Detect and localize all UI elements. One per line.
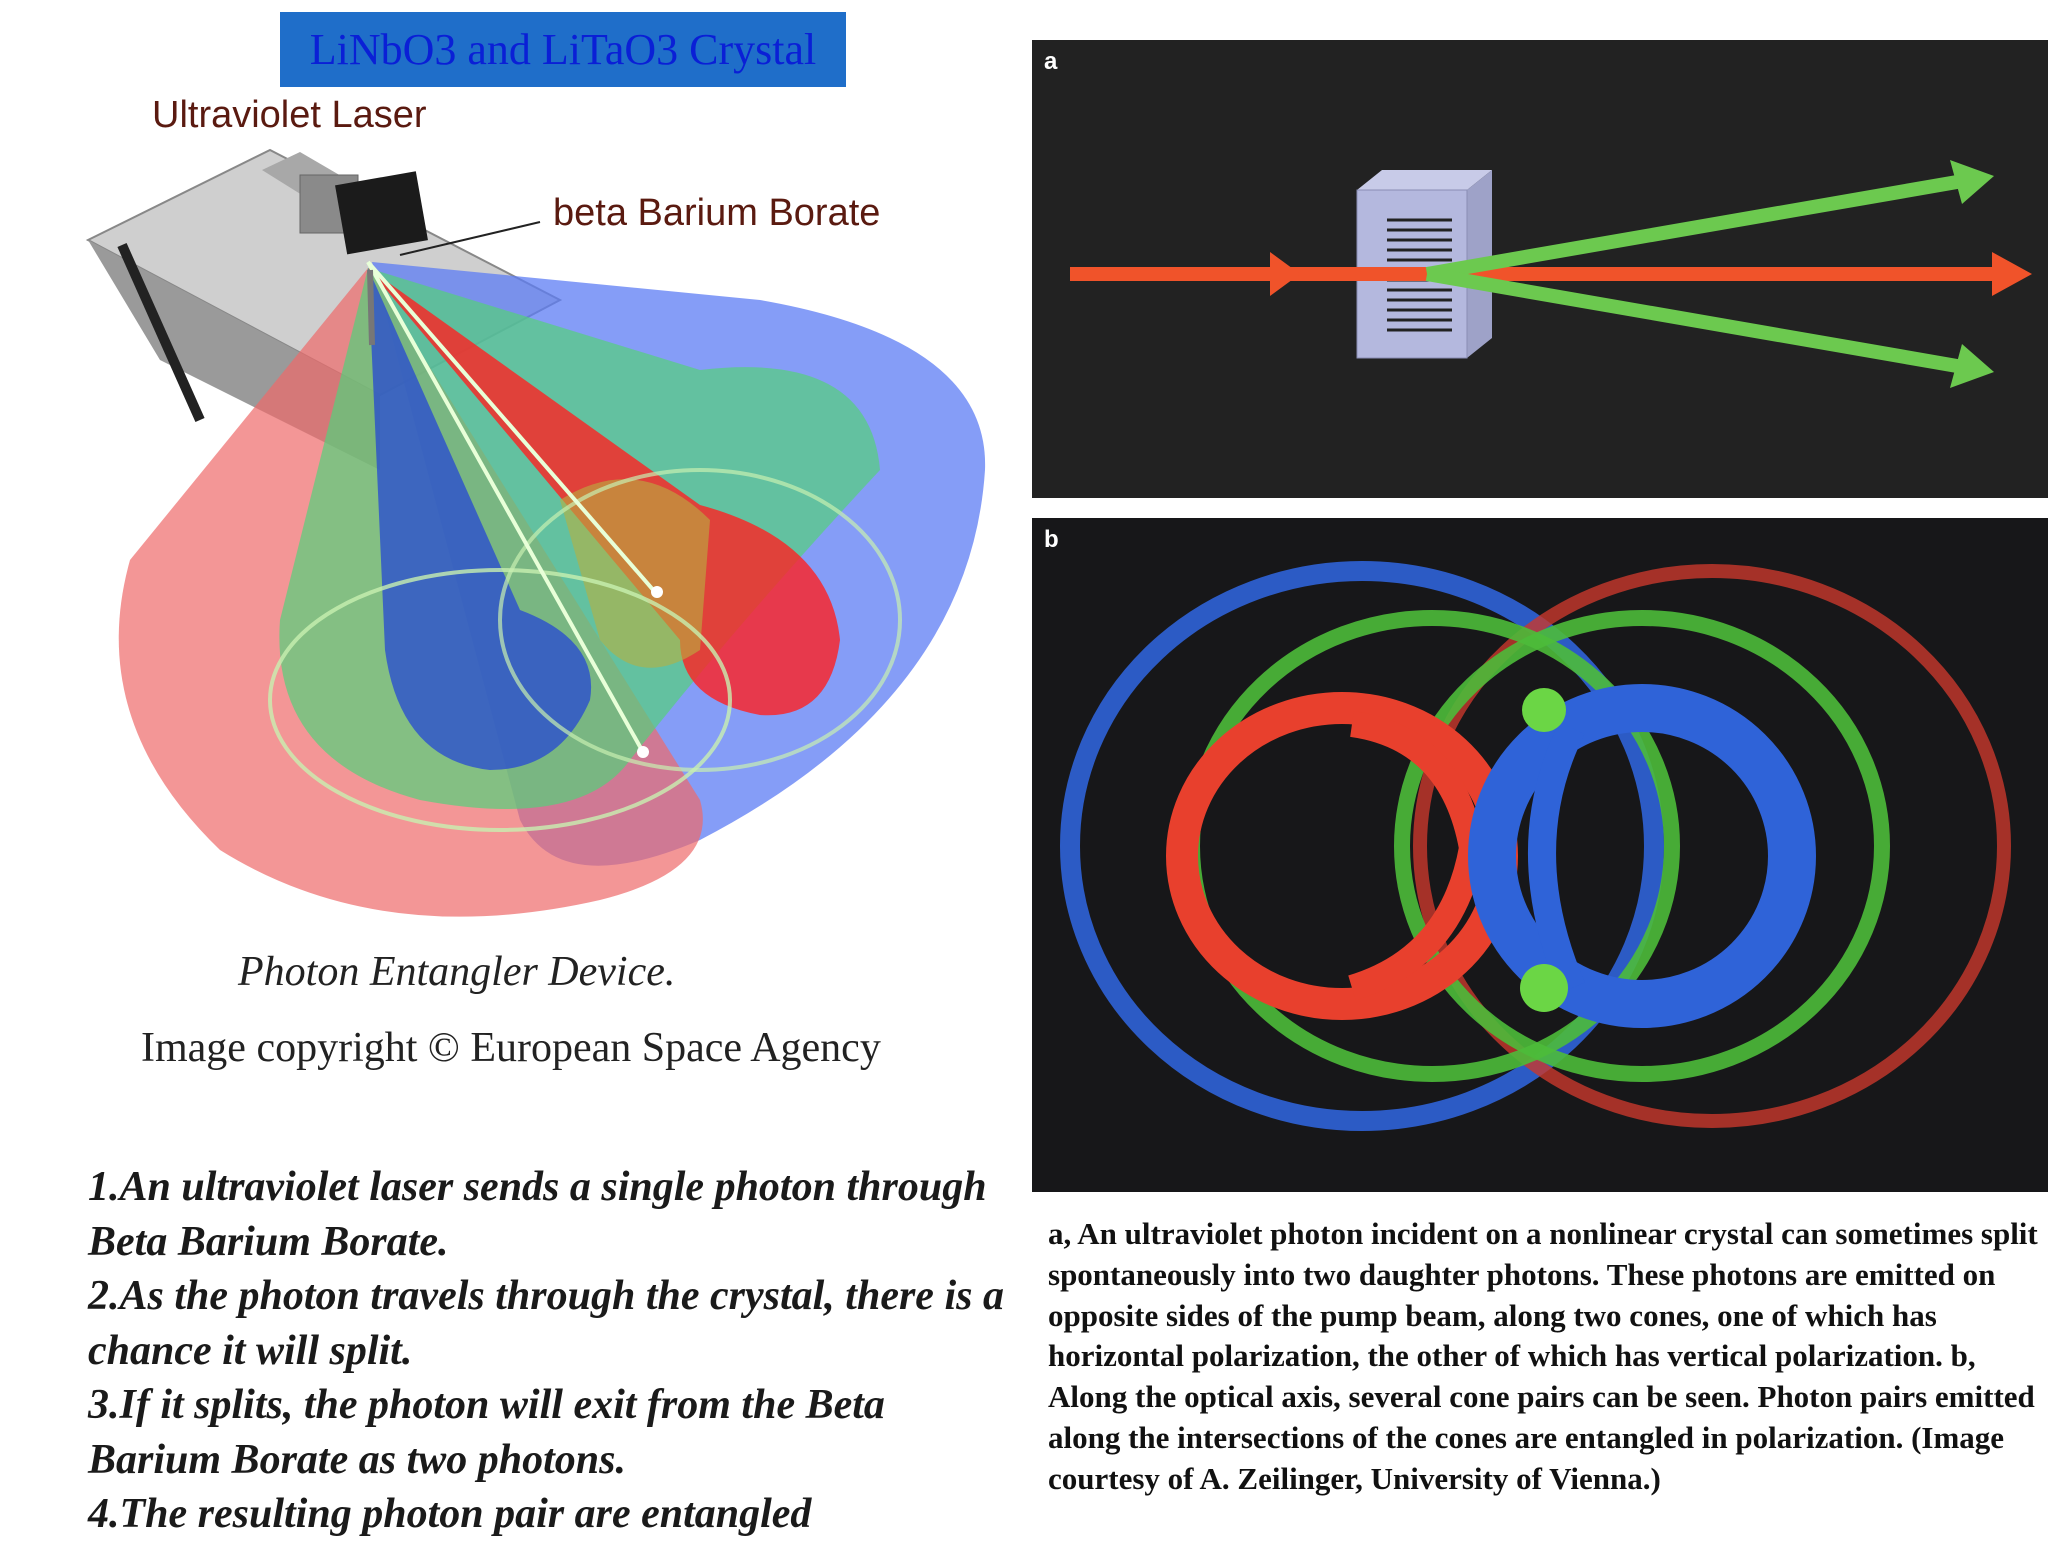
inner-blue-cone [368, 268, 592, 770]
copyright-caption: Image copyright © European Space Agency [141, 1025, 881, 1071]
large-red-ring [1413, 564, 2011, 1128]
daughter-beam-upper [1425, 175, 1959, 281]
step-item: 3.If it splits, the photon will exit fro… [88, 1382, 885, 1483]
panel-b-ring-pattern: b [1032, 518, 2048, 1192]
inner-blue-ring [1468, 684, 1816, 1028]
green-ring-right [1394, 610, 1890, 1082]
pump-beam-arrow-mid [1270, 252, 1300, 296]
pump-beam-arrowhead [1992, 252, 2032, 296]
step-item: 4.The resulting photon pair are entangle… [88, 1491, 812, 1537]
steps-list: 1.An ultraviolet laser sends a single ph… [88, 1160, 1018, 1542]
label-beta-barium-borate: beta Barium Borate [553, 192, 881, 234]
photon-entangler-illustration [85, 148, 986, 917]
inner-red-ring [1166, 692, 1518, 1020]
intersection-point-2 [637, 746, 649, 758]
photon-beam-2 [366, 261, 645, 753]
inner-blue-arc [1528, 721, 1585, 994]
device-caption: Photon Entangler Device. [238, 949, 676, 995]
panel-a-letter: a [1044, 48, 1058, 75]
panel-b-graphic [1060, 561, 2011, 1131]
bbo-crystal-block [335, 171, 428, 255]
daughter-beam-lower [1425, 267, 1959, 373]
step-item: 1.An ultraviolet laser sends a single ph… [88, 1164, 987, 1265]
slide-title: LiNbO3 and LiTaO3 Crystal [280, 12, 846, 87]
crystal-top [1357, 170, 1492, 190]
daughter-beam-upper-arrowhead [1950, 160, 1994, 204]
step-item: 2.As the photon travels through the crys… [88, 1273, 1004, 1374]
daughter-beam-lower-arrowhead [1950, 344, 1994, 388]
green-ring-outline [268, 568, 732, 832]
label-ultraviolet-laser: Ultraviolet Laser [152, 94, 427, 136]
entangled-intersection-top [1522, 688, 1566, 732]
panel-b-letter: b [1044, 526, 1059, 553]
green-ring-outline-2 [498, 468, 902, 772]
large-blue-ring [1060, 561, 1664, 1131]
intersection-point-1 [651, 586, 663, 598]
platform-slot [117, 242, 205, 423]
entangled-intersection-bottom [1520, 964, 1568, 1012]
laser-stand [367, 269, 375, 346]
panel-a-graphic [1070, 160, 2032, 388]
photon-beam-1 [366, 260, 657, 594]
panel-a-crystal-diagram: a [1032, 40, 2048, 498]
bbo-leader-line [399, 221, 541, 256]
figure-caption: a, An ultraviolet photon incident on a n… [1048, 1216, 2038, 1496]
